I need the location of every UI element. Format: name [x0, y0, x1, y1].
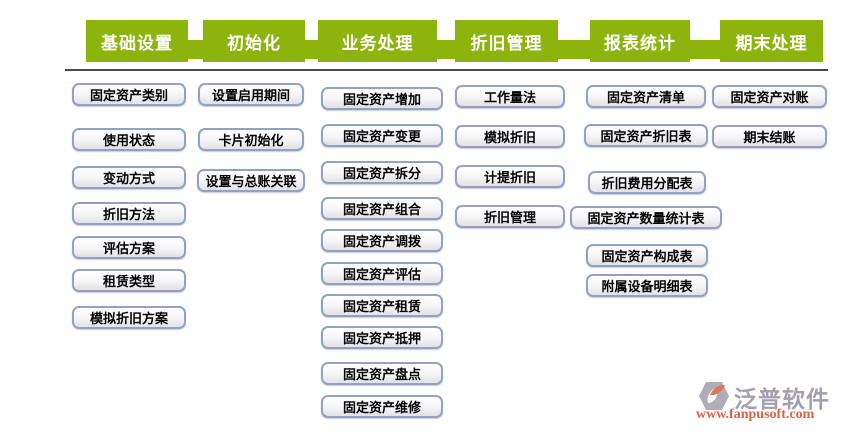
basic-settings-item[interactable]: 租赁类型: [72, 269, 186, 292]
tab-initialization[interactable]: 初始化: [203, 20, 305, 62]
period-end-processing-item[interactable]: 固定资产对账: [712, 85, 827, 108]
depreciation-management-item[interactable]: 模拟折旧: [455, 125, 565, 148]
tab-connector: [558, 40, 590, 59]
tab-basic-settings[interactable]: 基础设置: [86, 20, 188, 62]
business-processing-item[interactable]: 固定资产盘点: [321, 362, 443, 385]
fanpu-logo-icon: [699, 382, 729, 410]
basic-settings-item[interactable]: 模拟折旧方案: [72, 306, 186, 329]
business-processing-item[interactable]: 固定资产维修: [321, 395, 443, 418]
report-statistics-item[interactable]: 固定资产构成表: [586, 244, 708, 267]
business-processing-item[interactable]: 固定资产抵押: [321, 326, 443, 349]
basic-settings-item[interactable]: 固定资产类别: [72, 83, 186, 106]
business-processing-item[interactable]: 固定资产评估: [321, 262, 443, 285]
initialization-item[interactable]: 卡片初始化: [198, 128, 304, 151]
tab-report-statistics[interactable]: 报表统计: [590, 20, 690, 62]
business-processing-item[interactable]: 固定资产租赁: [321, 294, 443, 317]
vendor-brand-name: 泛普软件: [734, 386, 830, 412]
initialization-item[interactable]: 设置与总账关联: [197, 169, 305, 192]
depreciation-management-item[interactable]: 工作量法: [455, 85, 565, 108]
report-statistics-item[interactable]: 固定资产数量统计表: [570, 206, 722, 229]
depreciation-management-item[interactable]: 计提折旧: [455, 165, 565, 188]
basic-settings-item[interactable]: 评估方案: [72, 236, 186, 259]
business-processing-item[interactable]: 固定资产组合: [321, 197, 443, 220]
basic-settings-item[interactable]: 使用状态: [72, 128, 186, 151]
period-end-processing-item[interactable]: 期末结账: [712, 125, 827, 148]
basic-settings-item[interactable]: 变动方式: [72, 166, 186, 189]
tab-period-end-processing[interactable]: 期末处理: [720, 20, 823, 62]
vendor-watermark: 泛普软件 www.fanpusoft.com: [696, 380, 844, 428]
business-processing-item[interactable]: 固定资产调拨: [321, 229, 443, 252]
vendor-website-url: www.fanpusoft.com: [696, 407, 815, 422]
report-statistics-item[interactable]: 固定资产清单: [586, 85, 706, 108]
tab-depreciation-management[interactable]: 折旧管理: [455, 20, 558, 62]
tab-business-processing[interactable]: 业务处理: [318, 20, 437, 62]
business-processing-item[interactable]: 固定资产变更: [321, 124, 443, 147]
report-statistics-item[interactable]: 固定资产折旧表: [584, 124, 708, 147]
tab-connector: [437, 40, 455, 59]
report-statistics-item[interactable]: 附属设备明细表: [586, 274, 708, 297]
basic-settings-item[interactable]: 折旧方法: [72, 202, 186, 225]
initialization-item[interactable]: 设置启用期间: [198, 83, 304, 106]
tab-connector: [188, 40, 203, 59]
tab-connector: [305, 40, 318, 59]
business-processing-item[interactable]: 固定资产增加: [321, 87, 443, 110]
depreciation-management-item[interactable]: 折旧管理: [455, 205, 565, 228]
tab-connector: [690, 40, 720, 59]
business-processing-item[interactable]: 固定资产拆分: [321, 161, 443, 184]
header-separator-line: [65, 69, 828, 71]
report-statistics-item[interactable]: 折旧费用分配表: [588, 171, 706, 194]
